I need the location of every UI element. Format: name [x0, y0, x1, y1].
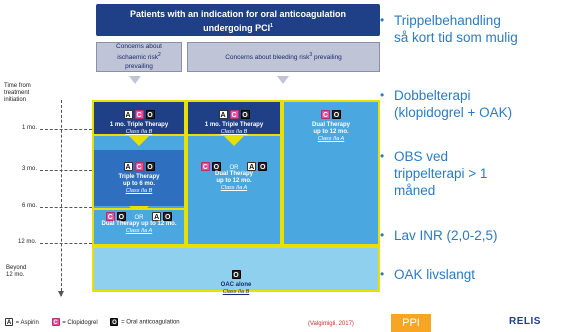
col2-triple-1mo-class: Class IIa B: [220, 129, 248, 135]
tick-3mo: [40, 170, 92, 171]
oac-alone-class: Class IIa B: [222, 289, 250, 295]
oac-alone-box: O OAC alone Class IIa B: [92, 246, 380, 295]
guideline-header: Patients with an indication for oral ant…: [96, 4, 380, 36]
col1-triple-6mo-title1: Triple Therapy: [118, 174, 160, 180]
reference-citation: (Valgimigli, 2017): [308, 321, 354, 327]
clopidogrel-chip: C: [229, 110, 239, 119]
aspirin-chip: A: [123, 110, 133, 119]
oac-chip: O: [240, 110, 250, 119]
oac-chip: O: [110, 318, 119, 326]
legend-aspirin-label: = Aspirin: [15, 319, 39, 326]
bullet-3: • OBS ved trippelterapi > 1 måned: [380, 149, 488, 198]
legend-oac-label: = Oral anticoagulation: [121, 319, 180, 326]
bullet-dot-icon: •: [380, 267, 385, 281]
col1-dual-12mo-title: Dual Therapy up to 12 mo.: [101, 221, 177, 227]
aspirin-chip: A: [152, 212, 162, 221]
col1-triple-1mo-title: 1 mo. Triple Therapy: [109, 122, 169, 128]
col2-triple-1mo-title: 1 mo. Triple Therapy: [204, 122, 264, 128]
col3-dual-12mo-title2: up to 12 mo.: [313, 129, 349, 135]
header-title-line2: undergoing PCI1: [203, 23, 273, 33]
oac-chip: O: [163, 212, 173, 221]
tick-label-6mo: 6 mo.: [22, 203, 38, 209]
oac-chip: O: [211, 162, 221, 171]
ischaemic-line2: ischaemic risk2: [117, 52, 161, 62]
tick-6mo: [40, 207, 92, 208]
oac-chip: O: [332, 110, 341, 119]
tick-label-beyond: Beyond 12 mo.: [6, 265, 27, 278]
col2-dual-12mo-class: Class IIa A: [220, 185, 248, 191]
clopidogrel-chip: C: [321, 110, 330, 119]
aspirin-chip: A: [5, 318, 13, 326]
bullet-dot-icon: •: [380, 149, 385, 163]
oac-chip: O: [145, 110, 155, 119]
col2-dual-12mo-title1: Dual Therapy: [214, 171, 253, 177]
timeline-axis: [61, 100, 62, 296]
timeline-arrow-icon: [58, 291, 64, 297]
tick-label-3mo: 3 mo.: [22, 166, 38, 172]
clopidogrel-chip: C: [134, 110, 144, 119]
ischaemic-line1: Concerns about: [116, 43, 162, 51]
aspirin-chip: A: [123, 162, 133, 171]
bullet-dot-icon: •: [380, 228, 385, 242]
col3-dual-12mo-title1: Dual Therapy: [311, 122, 350, 128]
oac-chip: O: [231, 270, 241, 279]
oac-chip: O: [258, 162, 268, 171]
or-label: OR: [229, 165, 239, 171]
col1-arrow1-icon: [129, 136, 149, 146]
ischaemic-arrow-icon: [129, 76, 141, 84]
bleeding-arrow-icon: [277, 76, 289, 84]
bullet-1: • Trippelbehandling så kort tid som muli…: [380, 13, 518, 45]
col3-dual-12mo-class: Class IIa A: [317, 136, 345, 142]
relis-logo: RELIS: [509, 316, 541, 327]
bullet-dot-icon: •: [380, 13, 385, 27]
clopidogrel-chip: C: [105, 212, 115, 221]
col1-triple-1mo-class: Class IIa B: [125, 129, 153, 135]
bullet-dot-icon: •: [380, 88, 385, 102]
ischaemic-risk-box: Concerns about ischaemic risk2 prevailin…: [96, 42, 182, 72]
col2-dual-12mo-title2: up to 12 mo.: [216, 178, 252, 184]
bullet-4: • Lav INR (2,0-2,5): [380, 228, 498, 243]
tick-12mo: [40, 243, 92, 244]
ischaemic-line3: prevailing: [125, 62, 153, 70]
tick-label-12mo: 12 mo.: [18, 239, 37, 245]
bleeding-risk-box: Concerns about bleeding risk3 prevailing: [187, 42, 380, 72]
col1-triple-6mo-class: Class IIa B: [125, 188, 153, 194]
col1-dual-12mo-class: Class IIa A: [125, 228, 153, 234]
bullet-2: • Dobbelterapi (klopidogrel + OAK): [380, 88, 513, 120]
clopidogrel-chip: C: [51, 318, 60, 326]
oac-alone-title: OAC alone: [220, 282, 252, 288]
tick-label-1mo: 1 mo.: [22, 125, 38, 131]
aspirin-chip: A: [247, 162, 257, 171]
oac-chip: O: [145, 162, 155, 171]
ppi-badge[interactable]: PPI: [391, 314, 431, 332]
aspirin-chip: A: [218, 110, 228, 119]
col1-triple-6mo-title2: up to 6 mo.: [123, 181, 155, 187]
col2-arrow1-icon: [224, 136, 244, 146]
timeline-header: Time from treatment initiation: [4, 83, 31, 103]
header-title-line1: Patients with an indication for oral ant…: [129, 9, 347, 19]
clopidogrel-chip: C: [134, 162, 144, 171]
tick-1mo: [40, 129, 92, 130]
legend-clopidogrel-label: = Clopidogrel: [62, 319, 98, 326]
or-label: OR: [134, 215, 144, 221]
oac-alone-chips: O: [94, 264, 378, 282]
clopidogrel-chip: C: [200, 162, 210, 171]
bullet-5: • OAK livslangt: [380, 267, 476, 282]
oac-chip: O: [116, 212, 126, 221]
drug-legend: A = Aspirin C = Clopidogrel O = Oral ant…: [4, 318, 180, 328]
